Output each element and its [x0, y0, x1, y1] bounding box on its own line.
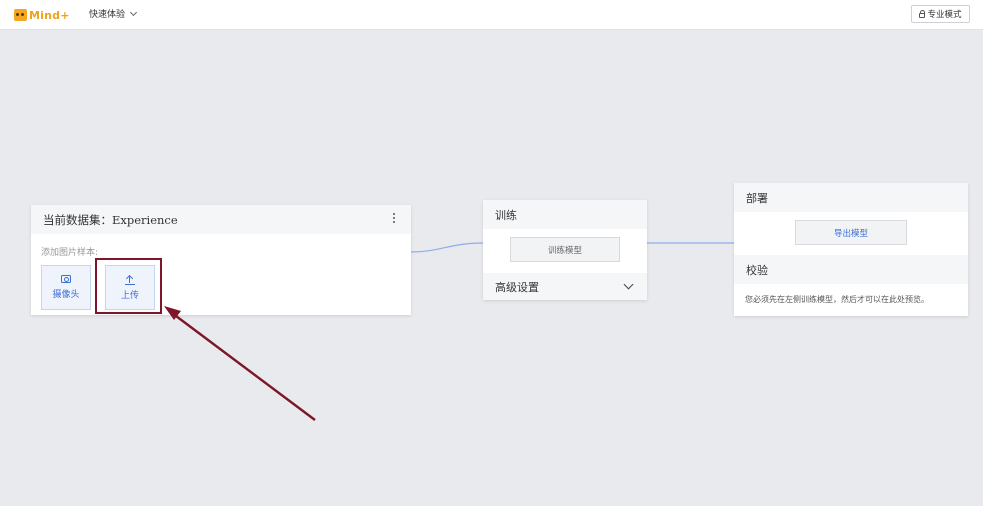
top-bar: Mind+ 快速体验 专业模式 [0, 0, 983, 30]
advanced-settings-toggle[interactable]: 高级设置 [483, 273, 647, 300]
add-samples-label: 添加图片样本: [41, 248, 99, 258]
camera-label: 摄像头 [52, 290, 80, 300]
verify-note: 您必须先在左侧训练模型，然后才可以在此处预览。 [745, 295, 929, 304]
deploy-title: 部署 [734, 183, 968, 212]
dataset-panel: 当前数据集： Experience 添加图片样本: 摄像头 上传 [31, 205, 411, 315]
mode-select-label: 快速体验 [89, 10, 126, 20]
upload-icon [125, 275, 135, 285]
export-model-button[interactable]: 导出模型 [795, 220, 907, 245]
app-logo[interactable]: Mind+ [14, 6, 70, 24]
pro-mode-button[interactable]: 专业模式 [911, 5, 970, 23]
chevron-down-icon [623, 279, 634, 290]
mode-select[interactable]: 快速体验 [89, 7, 138, 20]
advanced-settings-label: 高级设置 [495, 280, 539, 294]
annotation-highlight-box [95, 258, 162, 314]
deploy-panel: 部署 导出模型 校验 您必须先在左侧训练模型，然后才可以在此处预览。 [734, 183, 968, 316]
upload-label: 上传 [120, 290, 139, 301]
logo-icon [14, 9, 27, 21]
chevron-down-icon [129, 8, 138, 16]
verify-title: 校验 [734, 255, 968, 284]
train-model-button[interactable]: 训练模型 [510, 237, 620, 262]
train-panel: 训练 训练模型 高级设置 [483, 200, 647, 300]
dataset-title-prefix: 当前数据集： [43, 212, 112, 227]
pro-mode-label: 专业模式 [927, 10, 962, 20]
camera-icon [61, 275, 71, 283]
train-title: 训练 [483, 200, 647, 229]
upload-button[interactable]: 上传 [105, 265, 155, 310]
more-options-icon[interactable] [393, 213, 395, 215]
camera-button[interactable]: 摄像头 [41, 265, 91, 310]
dataset-header: 当前数据集： Experience [31, 205, 411, 234]
logo-text: Mind+ [29, 8, 70, 22]
lock-icon [919, 10, 926, 18]
dataset-title-name[interactable]: Experience [112, 212, 178, 227]
